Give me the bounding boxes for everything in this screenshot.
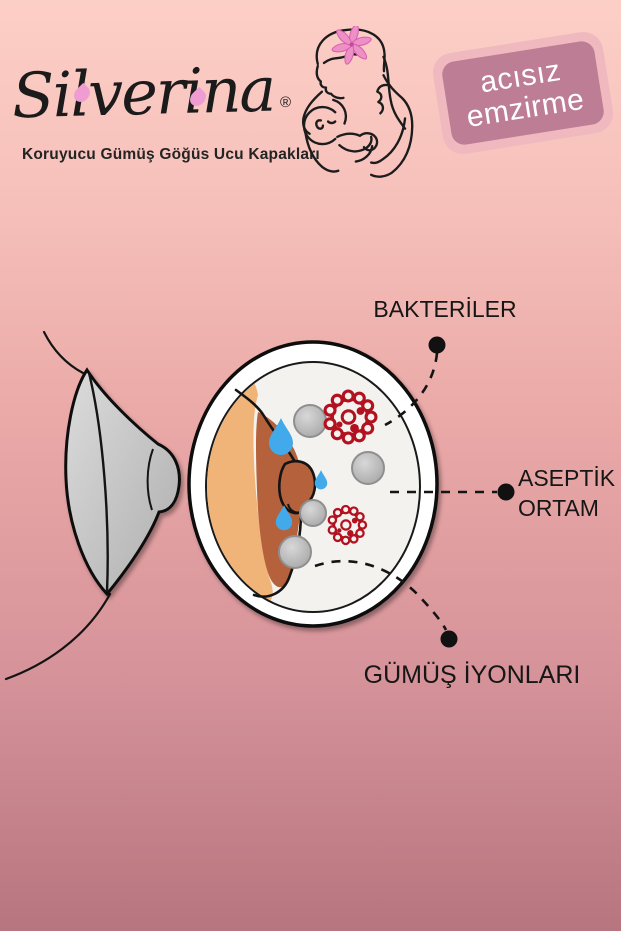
baby-head	[302, 105, 337, 146]
breast-cross-section-icon	[187, 340, 439, 628]
baby-bottom	[338, 135, 373, 153]
nipple-shield-side-icon	[4, 330, 181, 681]
shield-body	[64, 367, 181, 597]
callout-dot-bacteria	[428, 336, 446, 354]
mother-hand	[304, 131, 340, 173]
baby-eye	[326, 120, 337, 125]
mother-hair-strands	[376, 83, 391, 115]
registered-trademark: ®	[280, 94, 292, 111]
label-silver-ions: GÜMÜŞ İYONLARI	[363, 661, 581, 689]
mother-breastfeeding-icon	[301, 26, 414, 178]
breast-silhouette-line-bottom	[4, 592, 112, 681]
baby-ear	[315, 119, 325, 130]
mother-chest	[301, 90, 324, 135]
silver-ion-circle-icon	[293, 404, 327, 438]
mother-face	[315, 64, 345, 100]
callout-dot-aseptic	[497, 483, 515, 501]
label-aseptic-line1: ASEPTİK	[518, 465, 616, 491]
silver-ion-circle-icon	[299, 499, 327, 527]
mother-arm-outer	[369, 74, 414, 178]
label-aseptic-line2: ORTAM	[518, 495, 599, 521]
shield-tip-arc	[146, 448, 154, 511]
mother-arm-inner	[369, 117, 407, 165]
silver-ion-circle-icon	[351, 451, 385, 485]
dashed-connector-silver-ions	[314, 559, 448, 631]
baby-leg	[354, 144, 374, 163]
silver-ion-circle-icon	[278, 535, 312, 569]
shield-crease	[87, 372, 109, 593]
label-bacteria: BAKTERİLER	[373, 296, 517, 322]
lily-flower-icon	[331, 26, 372, 65]
mother-hair	[382, 55, 407, 130]
breast-profile-line-bottom	[252, 510, 303, 598]
breast-silhouette-line-top	[42, 330, 85, 375]
callout-dot-silver-ions	[440, 630, 458, 648]
label-aseptic-environment: ASEPTİK ORTAM	[518, 463, 615, 523]
mother-breast-line	[331, 98, 348, 125]
brand-tagline: Koruyucu Gümüş Göğüs Ucu Kapakları	[22, 146, 320, 163]
